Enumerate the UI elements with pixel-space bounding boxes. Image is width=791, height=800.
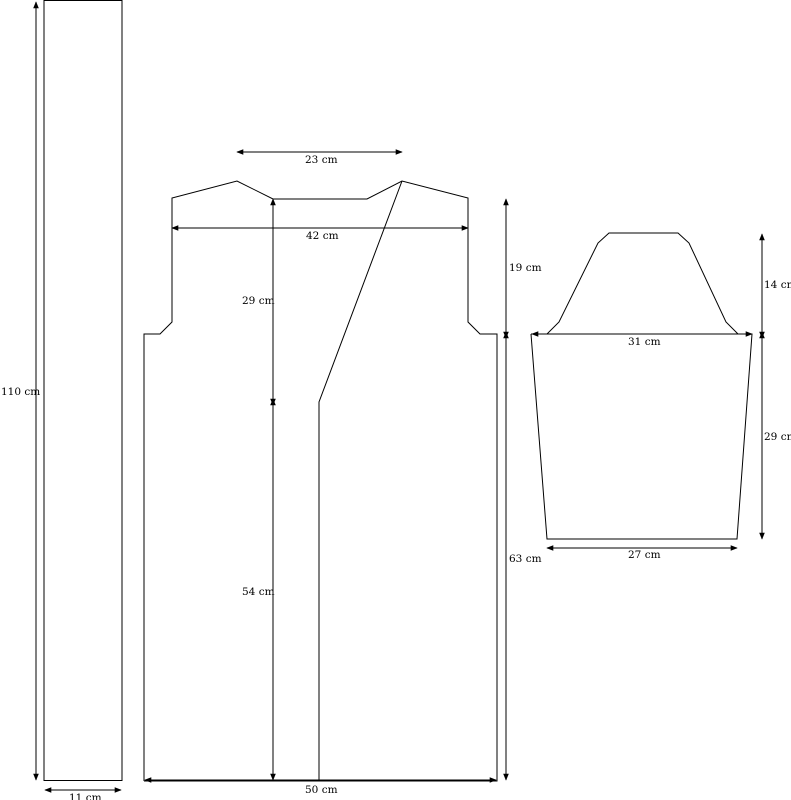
armhole-height-label: 19 cm [509, 262, 542, 274]
front-opening-line [318, 180, 403, 781]
sleeve-cap-height-label: 14 cm [764, 279, 791, 291]
sleeve-piece: 31 cm 14 cm 29 cm 27 cm [530, 232, 791, 561]
hem-width-label: 50 cm [305, 784, 338, 796]
body-outline [143, 180, 498, 782]
sleeve-cuff-width-label: 27 cm [628, 549, 661, 561]
side-length-label: 63 cm [509, 553, 542, 565]
band-piece: 110 cm 11 cm [1, 0, 123, 800]
band-outline [43, 0, 123, 781]
band-length-label: 110 cm [1, 386, 40, 398]
neckline-depth-label: 29 cm [242, 295, 275, 307]
sleeve-length-label: 29 cm [764, 431, 791, 443]
shoulder-span-label: 23 cm [305, 154, 338, 166]
sleeve-outline [530, 232, 753, 540]
front-length-label: 54 cm [242, 586, 275, 598]
sleeve-upper-width-label: 31 cm [628, 336, 661, 348]
body-piece: 23 cm 42 cm 29 cm 54 cm 19 cm 63 cm 50 c… [143, 149, 542, 796]
band-width-label: 11 cm [69, 792, 102, 800]
back-width-label: 42 cm [306, 230, 339, 242]
